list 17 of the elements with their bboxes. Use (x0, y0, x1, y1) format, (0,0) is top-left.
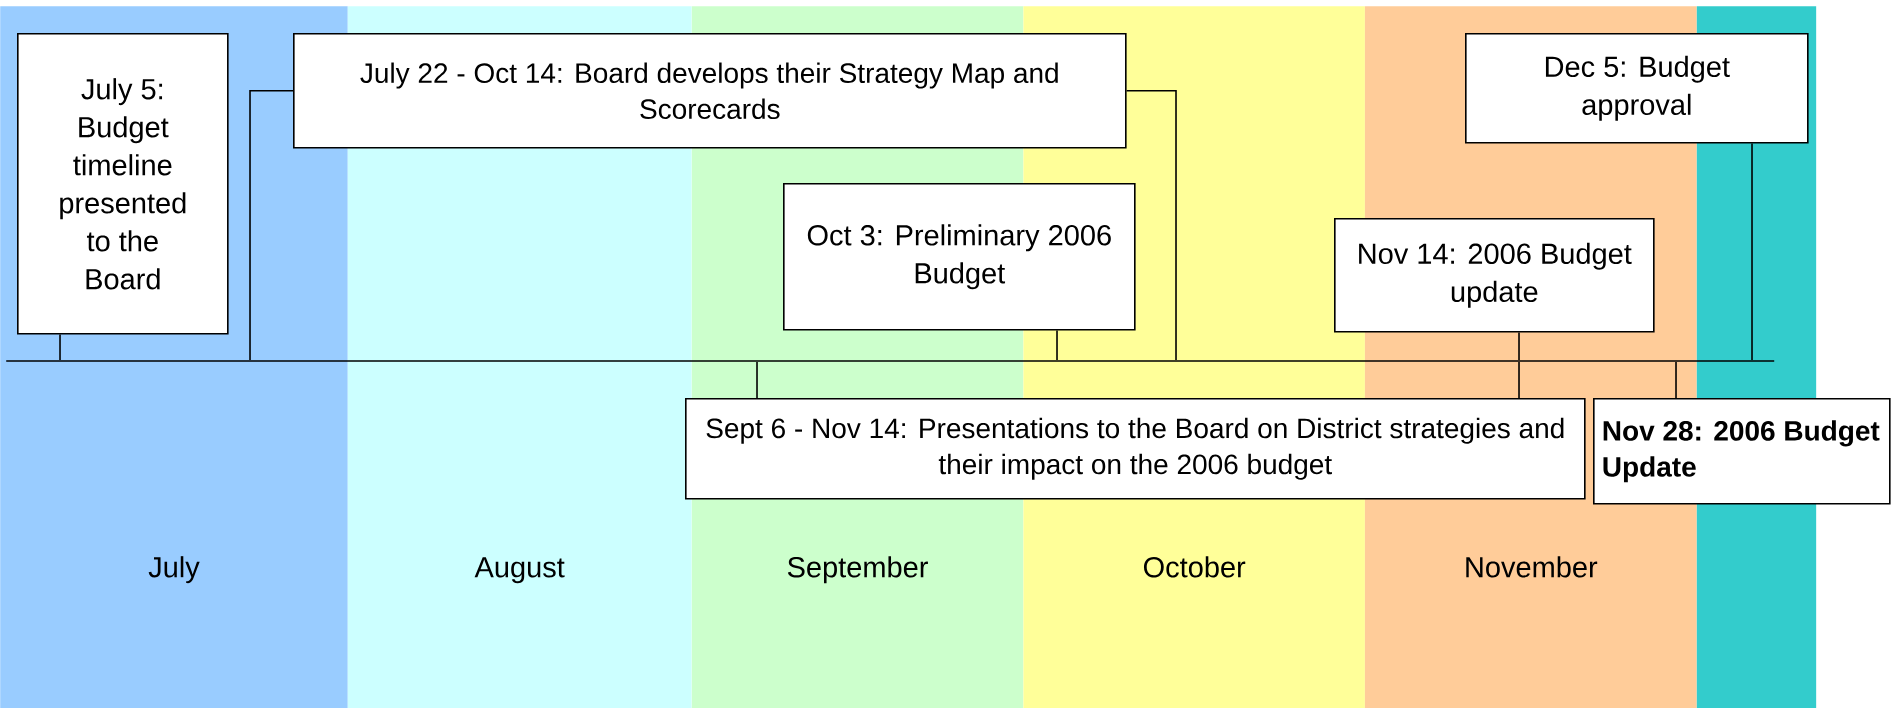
leader-line (249, 90, 294, 361)
event-box: July 22 - Oct 14: Board develops their Strategy Map and Scorecards (293, 33, 1127, 149)
leader-line (1125, 90, 1177, 361)
leader-line (1518, 331, 1520, 361)
timeline-axis (6, 360, 1775, 362)
leader-line (1518, 361, 1520, 399)
event-box: July 5: Budget timeline presented to the Board (17, 33, 229, 335)
leader-line (59, 333, 61, 361)
event-box: Sept 6 - Nov 14: Presentations to the Board on District strategies and their impact on the 2006 budget (685, 397, 1586, 500)
leader-line (1056, 329, 1058, 361)
leader-line (756, 361, 758, 399)
event-box: Dec 5: Budget approval (1465, 33, 1809, 144)
event-box: Nov 14: 2006 Budget update (1334, 218, 1655, 333)
event-box: Nov 28: 2006 Budget Update (1593, 397, 1891, 505)
leader-line (1751, 142, 1753, 361)
leader-line (1675, 361, 1677, 399)
event-box: Oct 3: Preliminary 2006 Budget (783, 183, 1136, 331)
